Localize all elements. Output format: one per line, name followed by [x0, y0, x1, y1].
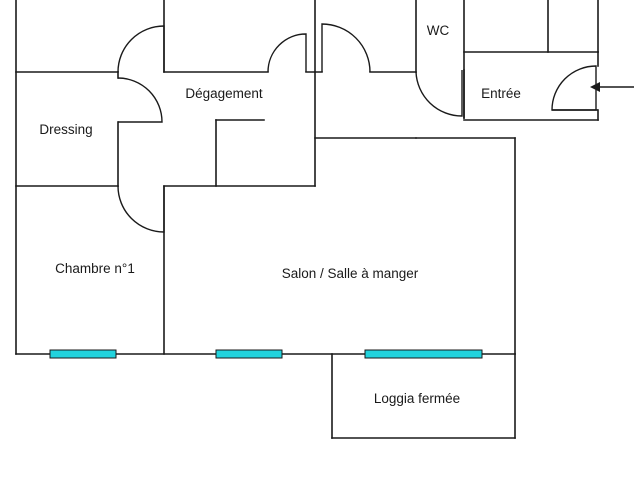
room-label-loggia: Loggia fermée: [374, 391, 460, 406]
door-dressing: [117, 77, 163, 123]
entrance-arrow-icon: [590, 82, 634, 92]
room-label-chambre: Chambre n°1: [55, 261, 135, 276]
room-label-dressing: Dressing: [39, 122, 92, 137]
door-chambre: [117, 185, 165, 233]
window-chambre: [49, 349, 117, 359]
room-label-degagement: Dégagement: [185, 86, 263, 101]
room-labels: WC Entrée Dégagement Dressing Chambre n°…: [39, 23, 521, 406]
room-label-salon: Salon / Salle à manger: [282, 266, 419, 281]
window-salon-left: [215, 349, 283, 359]
room-label-entree: Entrée: [481, 86, 521, 101]
door-top-room-2: [267, 33, 307, 73]
room-label-wc: WC: [427, 23, 450, 38]
door-wc: [415, 70, 463, 117]
walls: [15, 0, 599, 439]
windows: [49, 349, 483, 359]
door-top-room-1: [117, 25, 165, 73]
doors: [117, 23, 598, 233]
door-entree: [551, 65, 597, 111]
door-top-room-3: [321, 23, 371, 73]
window-salon-right: [364, 349, 483, 359]
